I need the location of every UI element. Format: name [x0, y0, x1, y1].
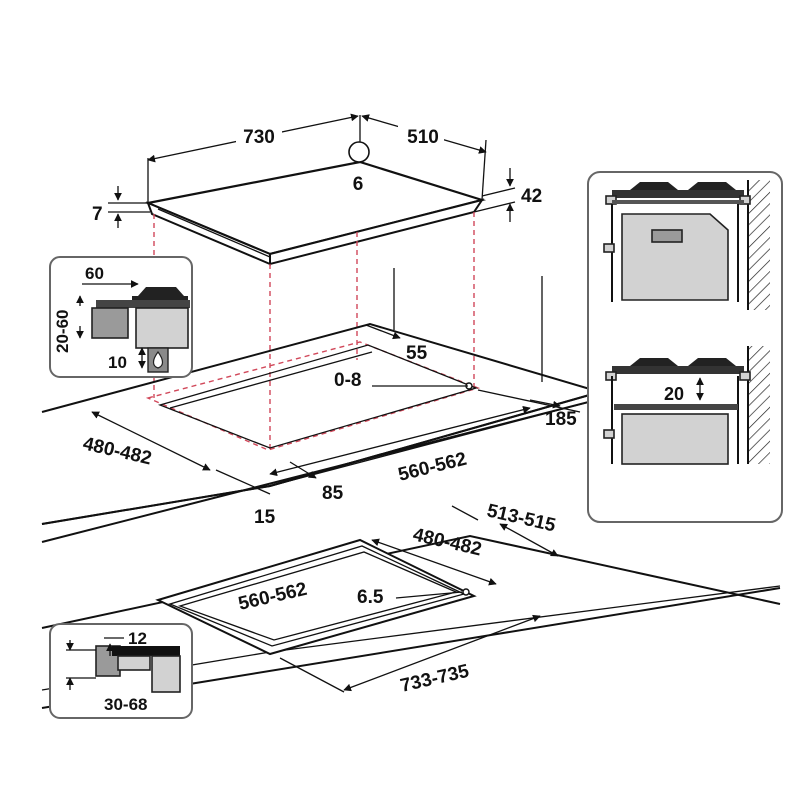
inset-oven-20-label: 20 — [664, 384, 684, 404]
inset-gas-10-label: 10 — [108, 353, 127, 372]
corner-detail-circle — [348, 141, 370, 163]
corner-point-lower — [462, 588, 470, 596]
inset-gas-20-60-label: 20-60 — [53, 310, 72, 353]
dim-42-label: 42 — [521, 186, 542, 207]
gas-flame-icon — [152, 350, 164, 369]
dim-730-label: 730 — [243, 127, 275, 148]
dim-733-735-label: 733-735 — [398, 661, 471, 697]
dim-560-562-top-label: 560-562 — [396, 449, 469, 486]
dim-7-label: 7 — [92, 204, 103, 225]
oven-spacing-inset: 20 — [587, 171, 783, 523]
dim-185-label: 185 — [545, 409, 577, 430]
inset-gas-60-label: 60 — [85, 264, 104, 283]
dim-6-label: 6 — [353, 174, 364, 195]
dim-0-8-label: 0-8 — [334, 370, 361, 391]
gas-connection-inset: 60 20-60 10 — [49, 256, 193, 378]
inset-flush-12-label: 12 — [128, 629, 147, 648]
dim-55-label: 55 — [406, 343, 428, 364]
inset-flush-30-68-label: 30-68 — [104, 695, 147, 714]
dim-510-label: 510 — [407, 127, 439, 148]
dim-15-label: 15 — [254, 507, 276, 528]
dim-480-482-top-label: 480-482 — [81, 433, 154, 469]
hob-3d-view: 730 510 6 42 7 — [92, 113, 542, 266]
dim-480-482-lower-label: 480-482 — [411, 524, 484, 560]
flush-profile-inset: 12 30-68 — [49, 623, 193, 719]
dim-513-515-label: 513-515 — [485, 500, 558, 536]
dim-85-label: 85 — [322, 483, 344, 504]
dim-6-5-label: 6.5 — [357, 587, 384, 608]
